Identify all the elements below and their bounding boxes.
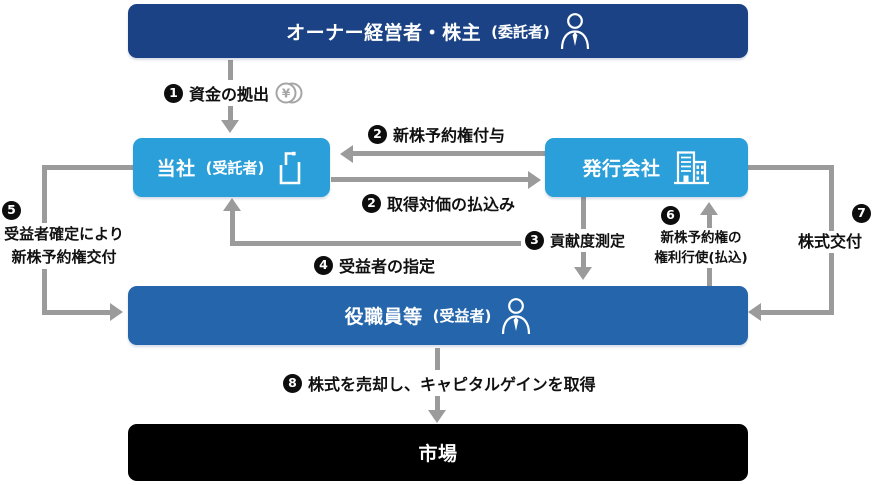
flow-label-8: 8 株式を売却し、キャピタルゲインを取得 xyxy=(279,370,600,396)
flow-label-1-text: 資金の拠出 xyxy=(189,85,270,104)
arrow-5-line-top xyxy=(42,165,134,170)
step-2a-badge: 2 xyxy=(368,124,387,144)
flag-icon xyxy=(280,151,301,184)
flow-label-5-line2: 新株予約権交付 xyxy=(0,245,128,269)
step-6-badge: 6 xyxy=(661,206,680,225)
arrow-4-line-horizontal xyxy=(230,241,525,246)
arrow-8-head xyxy=(428,410,446,423)
flow-label-6-line2: 権利行使(払込) xyxy=(645,248,757,268)
flow-label-2a-text: 新株予約権付与 xyxy=(393,126,506,145)
arrow-4-line-vertical xyxy=(230,208,235,246)
node-owner-shareholder: オーナー経営者・株主 (委託者) xyxy=(128,4,748,58)
building-icon xyxy=(673,150,709,184)
flow-label-5: 5 受益者確定により 新株予約権交付 xyxy=(0,199,128,269)
arrow-2a-line xyxy=(352,151,545,156)
market-label: 市場 xyxy=(418,443,458,465)
employees-sublabel: (受益者) xyxy=(432,307,492,325)
svg-text:¥: ¥ xyxy=(282,87,291,101)
flow-label-2a: 2 新株予約権付与 xyxy=(364,121,510,147)
flow-label-2b-text: 取得対価の払込み xyxy=(387,195,516,214)
step-3-badge: 3 xyxy=(525,231,544,250)
flow-label-5-line1: 受益者確定により xyxy=(0,222,128,246)
yen-coins-icon: ¥ xyxy=(275,82,303,104)
employees-label: 役職員等 xyxy=(344,306,423,328)
arrow-2b-line xyxy=(331,177,528,182)
flow-label-3-text: 貢献度測定 xyxy=(550,232,626,250)
flow-label-6-line1: 新株予約権の xyxy=(645,228,757,248)
step-7-badge: 7 xyxy=(852,204,871,223)
arrow-1-head xyxy=(221,120,239,133)
arrow-4-head xyxy=(223,198,241,211)
arrow-7-head xyxy=(748,303,761,321)
trustee-label: 当社 xyxy=(156,158,196,180)
flow-label-7: 株式交付 xyxy=(792,231,868,253)
flow-label-6: 新株予約権の 権利行使(払込) xyxy=(645,228,757,268)
step-2b-badge: 2 xyxy=(362,193,381,213)
person-icon xyxy=(560,13,589,50)
node-issuing-company: 発行会社 xyxy=(545,138,748,197)
flow-label-2b: 2 取得対価の払込み xyxy=(358,190,520,216)
step-4-badge: 4 xyxy=(314,255,333,275)
flow-label-7-text: 株式交付 xyxy=(792,231,868,253)
arrow-2b-head xyxy=(528,171,541,189)
owner-label: オーナー経営者・株主 xyxy=(286,21,482,44)
issuer-label: 発行会社 xyxy=(582,158,661,180)
flow-label-8-text: 株式を売却し、キャピタルゲインを取得 xyxy=(308,375,596,394)
node-employees-beneficiary: 役職員等 (受益者) xyxy=(128,286,748,345)
arrow-3-head xyxy=(574,267,592,280)
arrow-7-line-bottom xyxy=(761,310,834,315)
node-trustee-company: 当社 (受託者) xyxy=(133,138,330,197)
node-market: 市場 xyxy=(128,424,748,481)
owner-sublabel: (委託者) xyxy=(491,22,550,41)
arrow-5-line-bottom xyxy=(42,310,110,315)
arrow-5-head xyxy=(110,303,123,321)
person-icon xyxy=(502,297,531,334)
trustee-sublabel: (受託者) xyxy=(205,159,265,177)
flow-label-4-text: 受益者の指定 xyxy=(339,257,436,276)
arrow-7-line-top xyxy=(748,165,834,170)
arrow-6-head xyxy=(700,202,718,215)
flow-label-4: 4 受益者の指定 xyxy=(310,252,440,278)
arrow-2a-head xyxy=(340,145,353,163)
flow-label-3: 3 貢献度測定 xyxy=(521,229,630,252)
step-1-badge: 1 xyxy=(164,83,183,103)
step-8-badge: 8 xyxy=(283,373,302,393)
step-5-badge: 5 xyxy=(2,200,21,220)
flow-label-1: 1 資金の拠出 ¥ xyxy=(160,80,308,106)
